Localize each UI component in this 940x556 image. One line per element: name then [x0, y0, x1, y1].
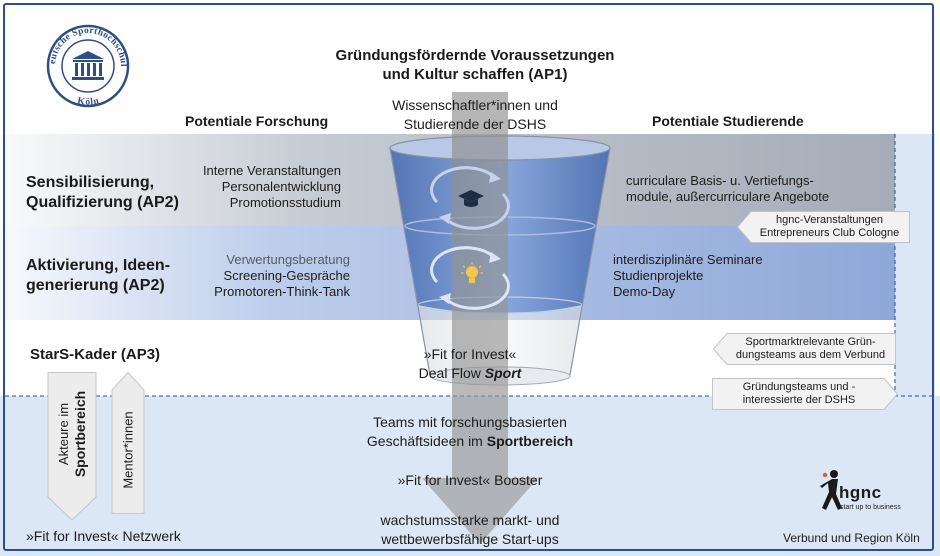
hgnc-wordmark: hgnc: [839, 483, 882, 502]
studierende-items-row1: curriculare Basis- u. Vertiefungs- modul…: [626, 173, 829, 205]
column-header-studierende: Potentiale Studierende: [652, 113, 804, 129]
graduation-cap-icon: [458, 190, 484, 207]
forschung-item: Promotoren-Think-Tank: [214, 284, 350, 299]
forschung-item: Verwertungsberatung: [226, 252, 350, 267]
studierende-item: module, außercurriculare Angebote: [626, 189, 830, 204]
teams-line2-bold: Sportbereich: [486, 433, 574, 449]
right-column-strip: [895, 134, 935, 396]
studierende-item: Studienprojekte: [613, 268, 704, 283]
funnel-input-line1: Wissenschaftler*innen und: [392, 97, 558, 113]
funnel-input-label: Wissenschaftler*innen und Studierende de…: [360, 96, 590, 134]
callout-dshs-teams: Gründungsteams und - interessierte der D…: [712, 378, 898, 410]
ap1-title: Gründungsfördernde Voraussetzungen und K…: [330, 46, 620, 84]
logo-ring-text: Deutsche Sporthochschule Köln: [46, 24, 128, 108]
column-header-forschung: Potentiale Forschung: [185, 113, 329, 129]
callout-verbund-line1: Sportmarktrelevante Grün-: [745, 336, 876, 348]
forschung-items-row2: Verwertungsberatung Screening-Gespräche …: [160, 252, 350, 300]
akteure-line1: Akteure im: [56, 402, 71, 466]
fit-for-invest-netzwerk: »Fit for Invest« Netzwerk: [26, 528, 181, 544]
akteure-label-box: Akteure im Sportbereich: [44, 372, 100, 497]
callout-verbund-teams: Sportmarktrelevante Grün- dungsteams aus…: [713, 333, 896, 365]
forschung-items-row1: Interne Veranstaltungen Personalentwickl…: [160, 163, 341, 211]
teams-forschungsbasiert: Teams mit forschungsbasierten Geschäftsi…: [335, 413, 605, 451]
deal-flow-sport: Sport: [484, 365, 522, 381]
studierende-items-row2: interdisziplinäre Seminare Studienprojek…: [613, 252, 763, 300]
hgnc-tagline: start up to business: [840, 504, 901, 511]
svg-text:Köln: Köln: [76, 96, 100, 108]
down-arrow-akteure: [47, 372, 97, 521]
logo-text-top: Deutsche Sporthochschule: [46, 24, 128, 67]
light-bulb-icon: [461, 262, 483, 283]
result-line1: wachstumsstarke markt- und: [380, 512, 560, 528]
studierende-item: curriculare Basis- u. Vertiefungs-: [626, 173, 814, 188]
funnel-input-line2: Studierende der DSHS: [403, 116, 547, 132]
deal-flow-line1: »Fit for Invest«: [423, 346, 517, 362]
forschung-item: Interne Veranstaltungen: [202, 163, 341, 178]
up-arrow-mentoren: [111, 372, 145, 514]
start-ups-result: wachstumsstarke markt- und wettbewerbsfä…: [350, 511, 590, 549]
svg-text:Deutsche Sporthochschule: Deutsche Sporthochschule: [46, 24, 128, 67]
row-label-aktivierung: Aktivierung, Ideen- generierung (AP2): [26, 256, 170, 296]
akteure-line2: Sportbereich: [72, 390, 88, 478]
fit-for-invest-booster: »Fit for Invest« Booster: [397, 472, 543, 488]
row-label-sensibilisierung: Sensibilisierung, Qualifizierung (AP2): [26, 173, 179, 213]
result-line2: wettbewerbsfähige Start-ups: [381, 531, 559, 547]
row-label-aktivierung-line1: Aktivierung, Ideen-: [26, 257, 171, 274]
row-label-stars-kader: StarS-Kader (AP3): [30, 346, 161, 363]
mentor-label-box: Mentor*innen: [111, 390, 145, 514]
deal-flow-text: Deal Flow: [418, 365, 481, 381]
cycle-arrows-1: [430, 166, 510, 230]
forschung-item: Screening-Gespräche: [223, 268, 350, 283]
studierende-item: Demo-Day: [613, 284, 676, 299]
fit-for-invest-deal-flow: »Fit for Invest« Deal Flow Sport: [395, 345, 545, 383]
ap1-title-line1: Gründungsfördernde Voraussetzungen: [335, 47, 615, 64]
row-label-sensibilisierung-line2: Qualifizierung (AP2): [26, 194, 179, 211]
teams-line1: Teams mit forschungsbasierten: [373, 414, 567, 430]
ap1-title-line2: und Kultur schaffen (AP1): [382, 66, 568, 83]
teams-line2-prefix: Geschäftsideen im: [366, 433, 483, 449]
callout-dshs-line1: Gründungsteams und -: [742, 381, 856, 393]
callout-hgnc-line2: Entrepreneurs Club Cologne: [759, 227, 900, 239]
callout-hgnc-veranstaltungen: hgnc-Veranstaltungen Entrepreneurs Club …: [737, 211, 910, 243]
deal-flow-line2: Deal Flow Sport: [395, 364, 545, 383]
university-building-icon: [46, 24, 130, 108]
teams-line2: Geschäftsideen im Sportbereich: [335, 432, 605, 451]
studierende-item: interdisziplinäre Seminare: [613, 252, 763, 267]
cycle-arrows-2: [430, 246, 510, 310]
callout-hgnc-line1: hgnc-Veranstaltungen: [775, 214, 883, 226]
callout-dshs-line2: interessierte der DSHS: [742, 394, 856, 406]
mentor-label: Mentor*innen: [120, 411, 136, 489]
forschung-item: Personalentwicklung: [221, 179, 341, 194]
forschung-item: Promotionsstudium: [229, 195, 341, 210]
row-label-aktivierung-line2: generierung (AP2): [26, 277, 165, 294]
logo-text-bottom: Köln: [76, 96, 100, 108]
region-label: Verbund und Region Köln: [783, 531, 920, 545]
running-figure-icon: [820, 470, 842, 510]
callout-verbund-line2: dungsteams aus dem Verbund: [735, 349, 886, 361]
center-down-arrow: [422, 92, 538, 544]
row-label-sensibilisierung-line1: Sensibilisierung,: [26, 174, 155, 191]
